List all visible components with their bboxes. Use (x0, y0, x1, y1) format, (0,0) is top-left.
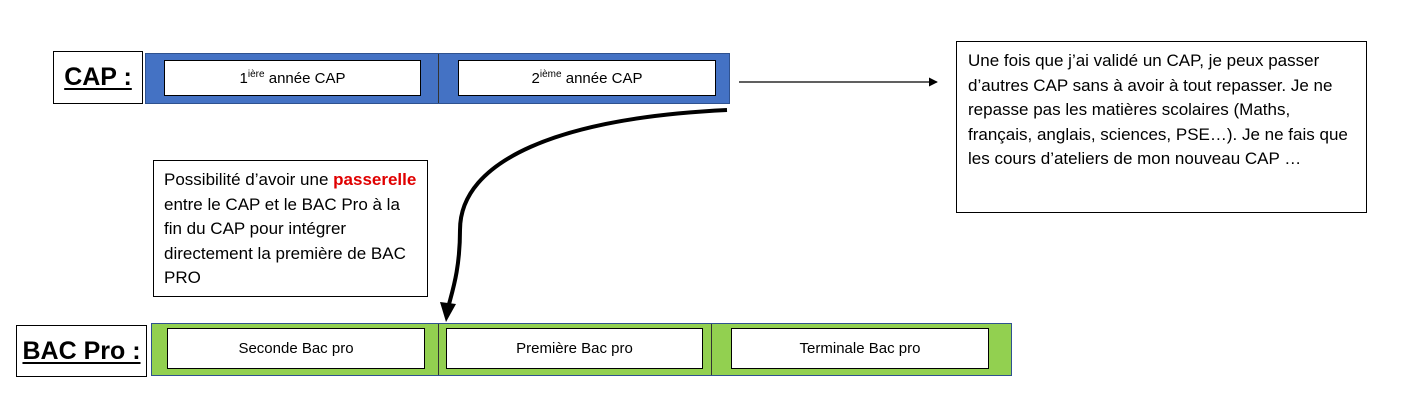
cap-year-2-cell: 2ième année CAP (458, 60, 716, 96)
cap-year-2-label: 2ième année CAP (531, 69, 643, 87)
passerelle-note: Possibilité d’avoir une passerelle entre… (153, 160, 428, 297)
bac-cell-terminale: Terminale Bac pro (731, 328, 989, 369)
passerelle-note-text-1: Possibilité d’avoir une (164, 170, 334, 189)
bac-cell-seconde: Seconde Bac pro (167, 328, 425, 369)
passerelle-highlight: passerelle (333, 170, 417, 189)
bac-pro-label: BAC Pro : (16, 325, 147, 377)
bac-band-divider-1 (438, 324, 439, 375)
passerelle-note-text-2: entre le CAP et le BAC Pro à la fin du C… (164, 194, 406, 288)
bac-cell-terminale-label: Terminale Bac pro (799, 340, 921, 357)
arrow-passerelle-head (440, 302, 456, 322)
cap-year-1-cell: 1ière année CAP (164, 60, 421, 96)
cap-band-divider (438, 54, 439, 103)
cap-revalidation-note-text: Une fois que j’ai validé un CAP, je peux… (968, 51, 1348, 169)
bac-band-divider-2 (711, 324, 712, 375)
bac-cell-premiere-label: Première Bac pro (516, 340, 633, 357)
cap-label: CAP : (53, 51, 143, 104)
cap-revalidation-note: Une fois que j’ai validé un CAP, je peux… (956, 41, 1367, 213)
cap-label-text: CAP : (64, 63, 132, 91)
arrow-passerelle (446, 108, 728, 309)
bac-cell-premiere: Première Bac pro (446, 328, 703, 369)
bac-cell-seconde-label: Seconde Bac pro (238, 340, 354, 357)
cap-year-1-label: 1ière année CAP (239, 69, 346, 87)
bac-pro-label-text: BAC Pro : (22, 336, 141, 365)
